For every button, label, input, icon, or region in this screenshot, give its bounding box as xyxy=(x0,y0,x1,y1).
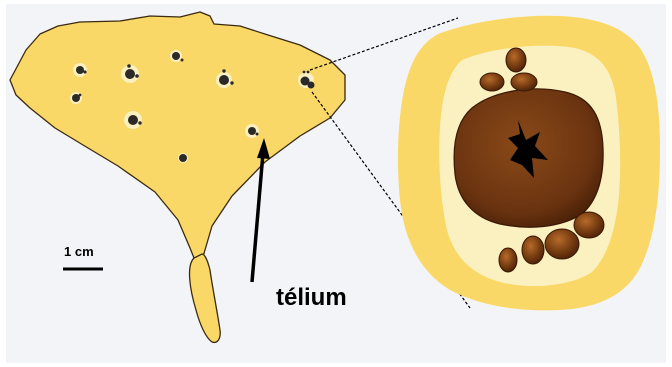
telium-spot xyxy=(70,92,82,104)
teliospore xyxy=(545,229,579,259)
teliospore xyxy=(522,236,544,264)
telium-label: télium xyxy=(276,284,347,312)
telium-spot xyxy=(73,63,87,77)
teliospore xyxy=(499,248,517,272)
leaf-blade xyxy=(10,12,345,260)
telium-spot xyxy=(245,124,259,138)
teliospore xyxy=(480,73,504,91)
scale-label: 1 cm xyxy=(64,244,94,259)
teliospore xyxy=(511,73,537,91)
telium-spot xyxy=(178,153,188,163)
teliospore xyxy=(574,212,604,238)
telium-spot xyxy=(124,111,142,129)
leaf-petiole xyxy=(190,254,221,342)
magnified-telium xyxy=(398,16,660,311)
teliospore xyxy=(506,48,526,72)
